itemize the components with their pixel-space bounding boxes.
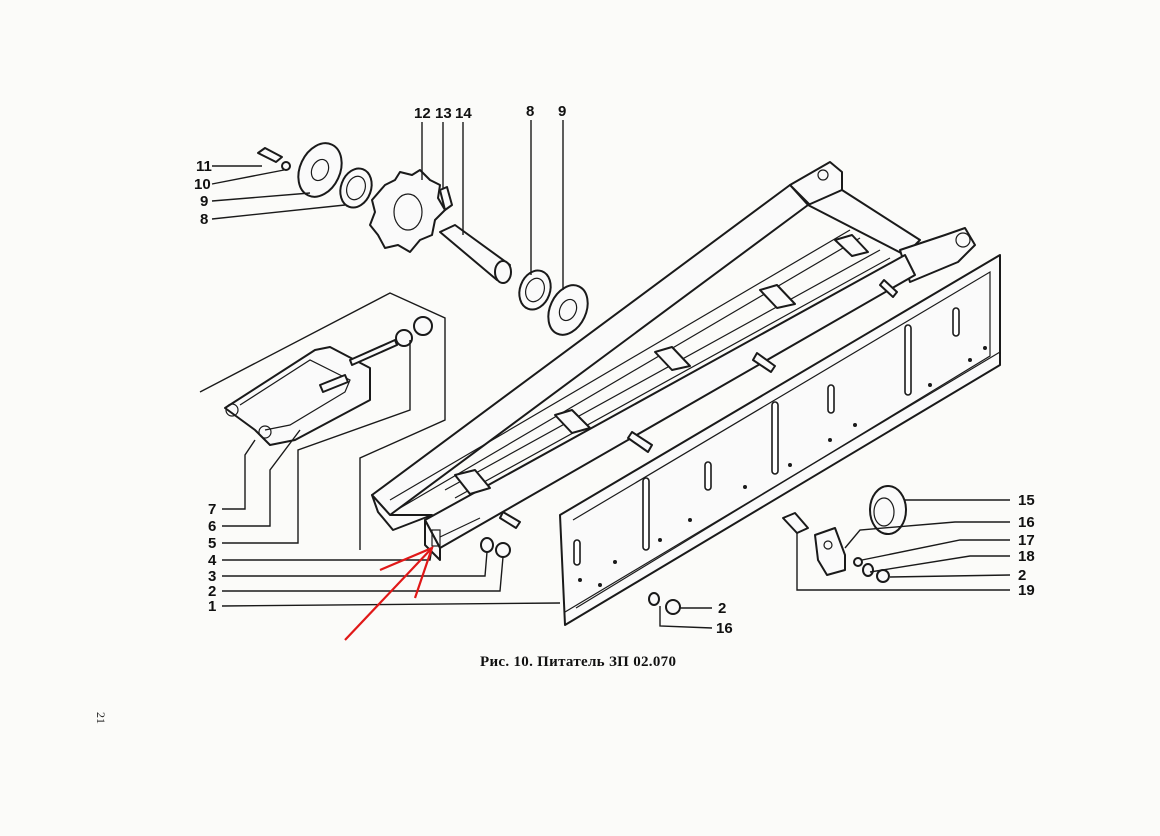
label-part-5: 5 <box>208 535 216 552</box>
label-part-6: 6 <box>208 518 216 535</box>
label-part-16-bottom: 16 <box>716 620 733 637</box>
label-part-10: 10 <box>194 176 211 193</box>
label-part-19: 19 <box>1018 582 1035 599</box>
label-part-12: 12 <box>414 105 431 122</box>
label-part-8-right: 8 <box>526 103 534 120</box>
figure-caption: Рис. 10. Питатель ЗП 02.070 <box>480 654 677 670</box>
label-part-14: 14 <box>455 105 472 122</box>
label-part-16: 16 <box>1018 514 1035 531</box>
label-part-7: 7 <box>208 501 216 518</box>
label-part-13: 13 <box>435 105 452 122</box>
label-part-8: 8 <box>200 211 208 228</box>
side-panel <box>559 254 1001 626</box>
tensioner-bracket <box>199 292 446 550</box>
frame-studs <box>499 279 898 529</box>
drive-assembly <box>257 142 589 336</box>
label-part-17: 17 <box>1018 532 1035 549</box>
label-part-2-right: 2 <box>1018 567 1026 584</box>
label-part-2: 2 <box>208 583 216 600</box>
roller-assembly <box>782 485 907 583</box>
label-part-3: 3 <box>208 568 216 585</box>
main-frame <box>371 161 976 561</box>
part-labels: 11 10 9 8 12 13 14 8 9 7 6 5 4 3 2 1 15 … <box>194 103 1035 637</box>
small-hardware <box>480 537 681 615</box>
label-part-1: 1 <box>208 598 216 615</box>
label-part-2-bottom: 2 <box>718 600 726 617</box>
label-part-18: 18 <box>1018 548 1035 565</box>
leader-lines <box>211 120 1011 629</box>
label-part-9: 9 <box>200 193 208 210</box>
label-part-11: 11 <box>196 158 212 175</box>
label-part-15: 15 <box>1018 492 1035 509</box>
red-arrow-annotation <box>344 546 434 641</box>
page-number: 21 <box>94 712 108 724</box>
label-part-4: 4 <box>208 552 217 569</box>
label-part-9-right: 9 <box>558 103 566 120</box>
